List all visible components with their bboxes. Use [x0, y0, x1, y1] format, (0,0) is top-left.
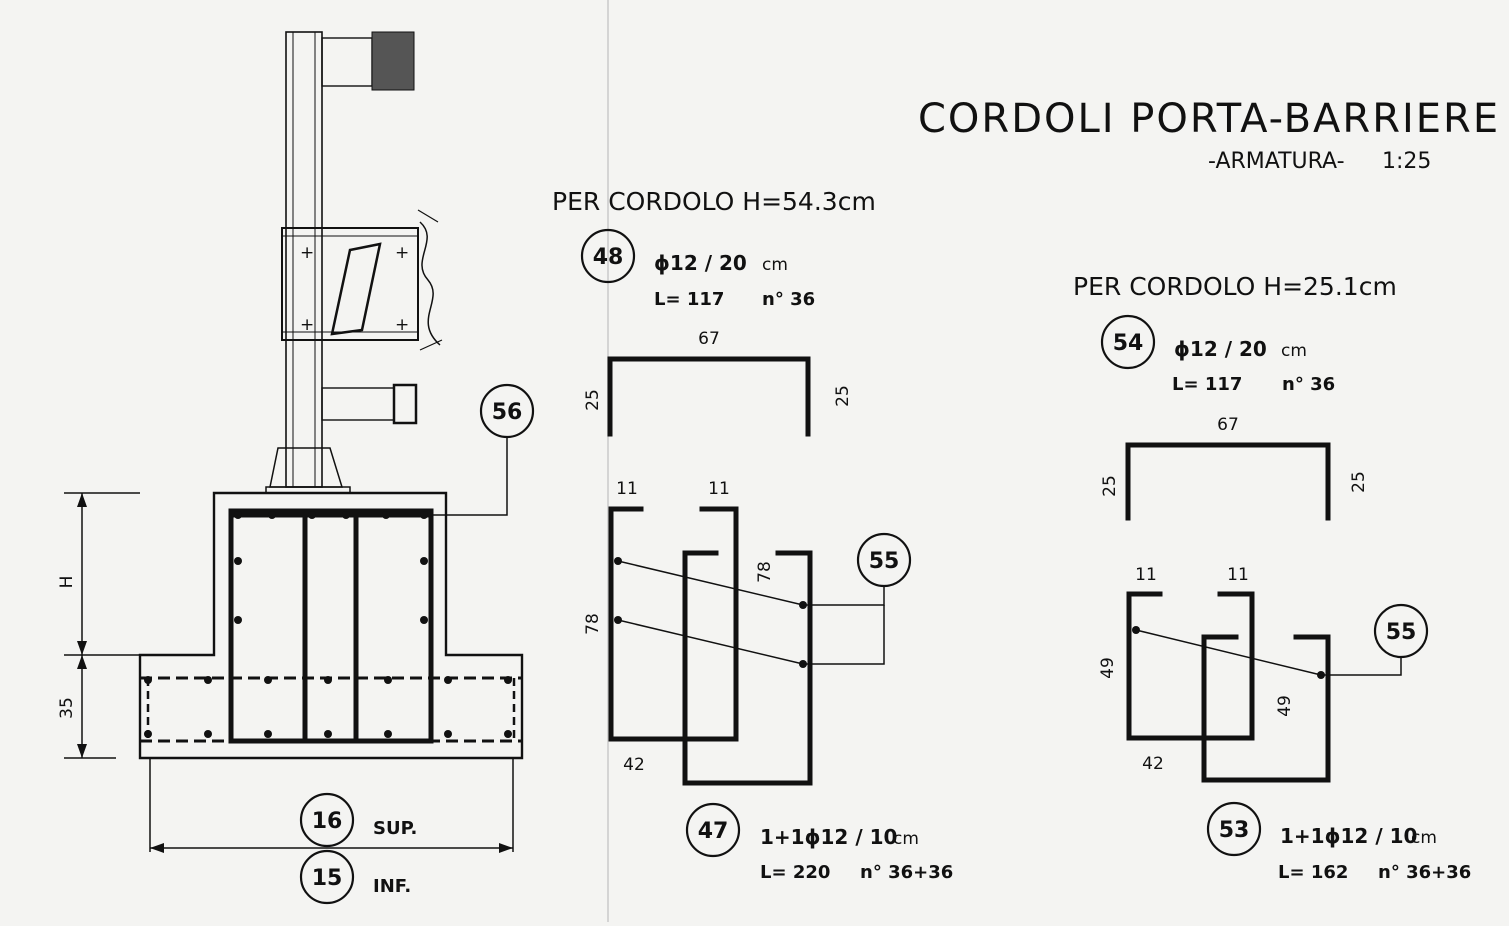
mark-55-right-circle [1373, 603, 1429, 659]
bar-48-dim-top: 67 [698, 329, 720, 349]
mark-56-circle [479, 383, 535, 439]
svg-text:+: + [395, 243, 409, 263]
bar-53-spec: 1+1ϕ12 / 10 [1280, 824, 1417, 848]
bar-48-count: n° 36 [762, 289, 815, 310]
svg-text:+: + [300, 243, 314, 263]
bar-47-unit: cm [893, 829, 919, 849]
bar-53-dim-11b: 11 [1227, 565, 1249, 585]
bar-53-dim-49a: 49 [1098, 657, 1118, 679]
mark-53-circle [1206, 801, 1262, 857]
drawing-subtitle: -ARMATURA- [1208, 149, 1345, 174]
longitudinal-bar-dots [144, 511, 512, 738]
mark-16: 16 [312, 809, 343, 834]
bar-53-length: L= 162 [1278, 862, 1348, 883]
mark-47: 47 [698, 819, 729, 844]
bar-54-dim-right: 25 [1349, 471, 1369, 493]
bar-54-unit: cm [1281, 341, 1307, 361]
bar-47-dim-11a: 11 [616, 479, 638, 499]
bar-54-shape [1125, 442, 1331, 521]
bar-53-stirrup-a [1126, 591, 1255, 741]
bar-47-dim-42: 42 [623, 755, 645, 775]
mark-55-left-circle [856, 532, 912, 588]
bar-47-length: L= 220 [760, 862, 830, 883]
bar-48-spec: ϕ12 / 20 [654, 251, 747, 275]
left-kerb-heading: PER CORDOLO H=54.3cm [552, 187, 876, 216]
mark-16-circle [299, 792, 355, 848]
mark-15: 15 [312, 866, 343, 891]
mark-53: 53 [1219, 818, 1250, 843]
mark-54: 54 [1113, 331, 1144, 356]
bar-48-dim-left: 25 [583, 389, 603, 411]
right-kerb-schedule: PER CORDOLO H=25.1cm 54 ϕ12 / 20 cm L= 1… [1073, 272, 1471, 883]
bar-54-count: n° 36 [1282, 374, 1335, 395]
mark-48: 48 [593, 245, 624, 270]
bar-54-dim-top: 67 [1217, 415, 1239, 435]
bar-53-unit: cm [1411, 828, 1437, 848]
drawing-scale: 1:25 [1382, 149, 1431, 174]
mark-47-circle [685, 802, 741, 858]
bar-54-spec: ϕ12 / 20 [1174, 337, 1267, 361]
dim-h: H [57, 576, 77, 589]
barrier-post: + + + + [265, 31, 443, 494]
mark-56: 56 [492, 400, 523, 425]
bar-47-spec: 1+1ϕ12 / 10 [760, 825, 897, 849]
bar-47-stirrup-a [608, 506, 739, 742]
mark-55-left: 55 [869, 549, 900, 574]
dim-35: 35 [57, 697, 77, 719]
mark-48-circle [580, 228, 636, 284]
bar-53-count: n° 36+36 [1378, 862, 1471, 883]
bar-53-dim-42: 42 [1142, 754, 1164, 774]
bar-54-length: L= 117 [1172, 374, 1242, 395]
svg-text:+: + [395, 315, 409, 335]
bar-47-dim-78b: 78 [755, 561, 775, 583]
bar-54-dim-left: 25 [1100, 475, 1120, 497]
bar-48-shape [607, 356, 811, 437]
svg-text:+: + [300, 315, 314, 335]
left-kerb-schedule: PER CORDOLO H=54.3cm 48 ϕ12 / 20 cm L= 1… [552, 187, 953, 883]
inf-label: INF. [373, 876, 411, 897]
drawing-title: CORDOLI PORTA-BARRIERE [918, 96, 1500, 142]
bar-48-unit: cm [762, 255, 788, 275]
bar-47-dim-78a: 78 [583, 613, 603, 635]
bar-47-stirrup-b [682, 550, 813, 786]
stirrup-cage [228, 508, 434, 744]
right-kerb-heading: PER CORDOLO H=25.1cm [1073, 272, 1397, 301]
mark-55-right: 55 [1386, 620, 1417, 645]
sup-label: SUP. [373, 818, 417, 839]
section-vertical-dimensions [64, 492, 140, 759]
bar-53-dim-49b: 49 [1275, 695, 1295, 717]
bar-47-count: n° 36+36 [860, 862, 953, 883]
mark-15-circle [299, 849, 355, 905]
bar-48-length: L= 117 [654, 289, 724, 310]
bar-47-dim-11b: 11 [708, 479, 730, 499]
bar-53-dim-11a: 11 [1135, 565, 1157, 585]
concrete-outline [138, 491, 524, 760]
bar-48-dim-right: 25 [833, 385, 853, 407]
mark-54-circle [1100, 314, 1156, 370]
bar-53-stirrup-b [1201, 634, 1331, 783]
cross-section: + + + + [57, 31, 535, 905]
